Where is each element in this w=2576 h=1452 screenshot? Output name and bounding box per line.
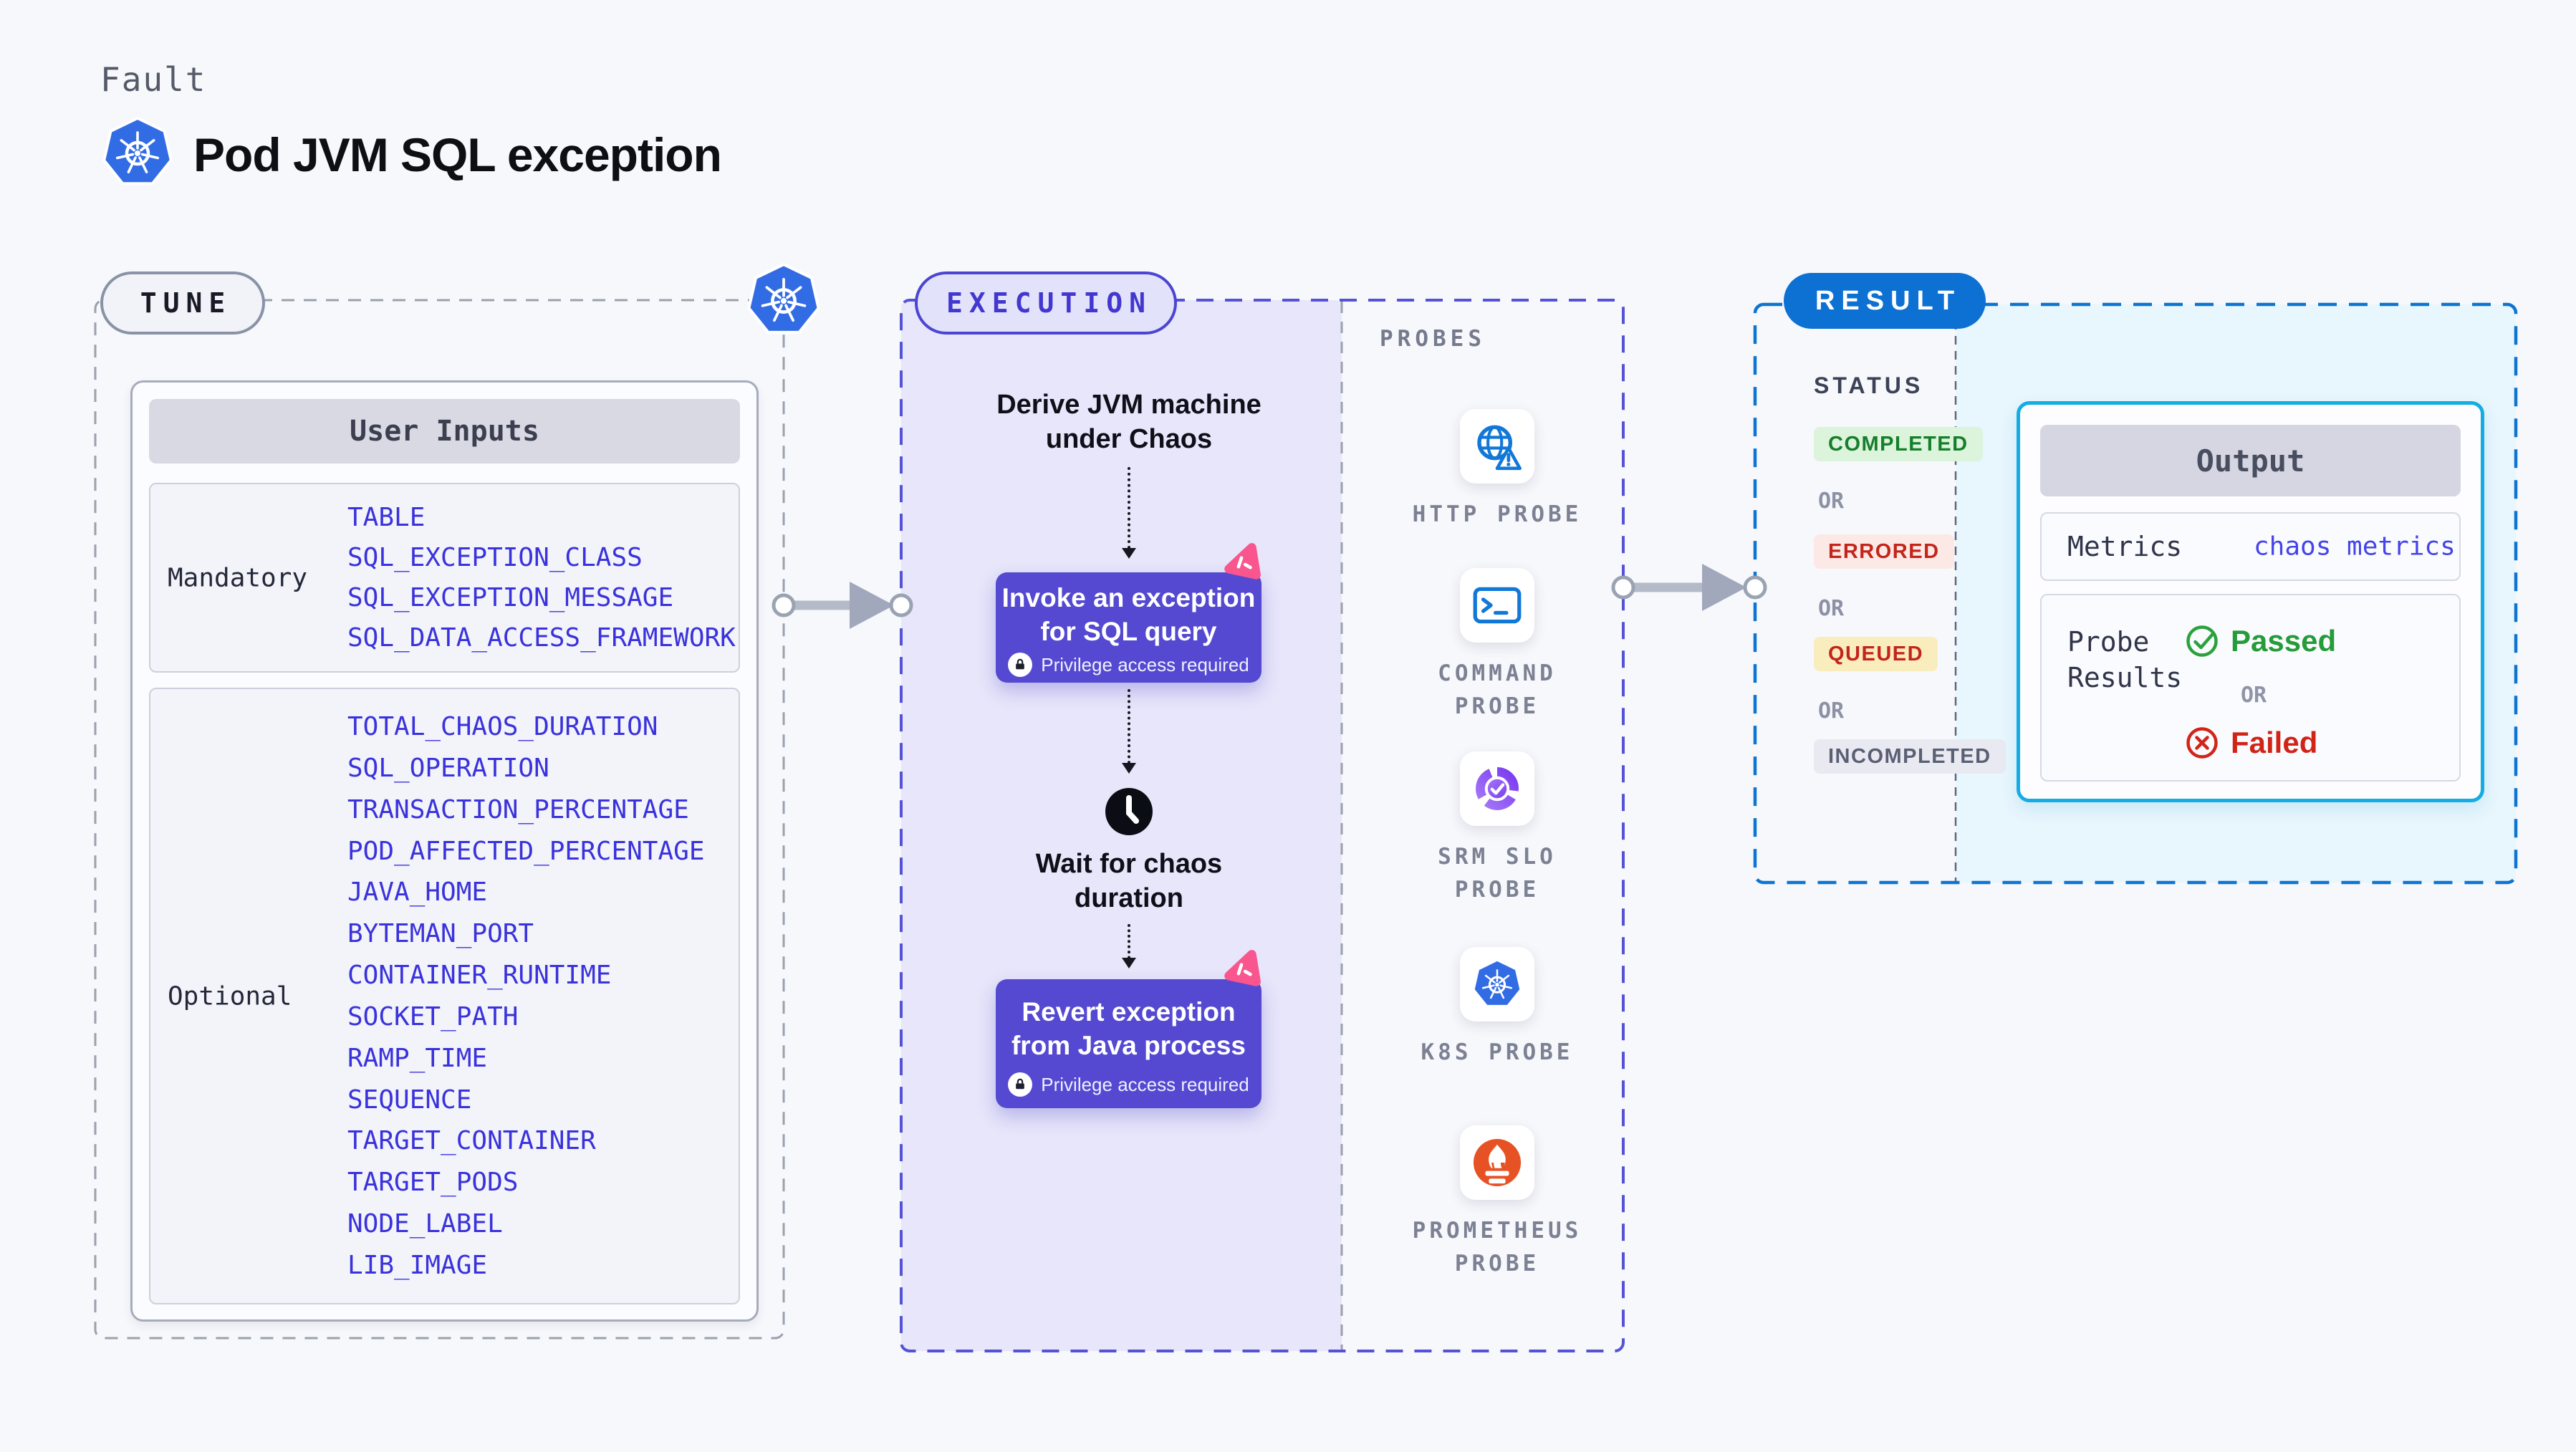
user-inputs-panel: User Inputs Mandatory TABLE SQL_EXCEPTIO… <box>130 380 759 1322</box>
passed-icon <box>2185 624 2219 658</box>
probe-label: HTTP PROBE <box>1412 501 1582 527</box>
param-item: TARGET_PODS <box>347 1168 519 1198</box>
probe-label: K8S PROBE <box>1421 1039 1574 1065</box>
privilege-note: Privilege access required <box>996 653 1261 677</box>
kubernetes-icon <box>102 117 173 188</box>
param-item: SQL_DATA_ACCESS_FRAMEWORK <box>347 623 736 653</box>
mandatory-row: Mandatory TABLE SQL_EXCEPTION_CLASS SQL_… <box>149 483 740 673</box>
or-label: OR <box>1818 698 1845 723</box>
param-item: TABLE <box>347 503 426 532</box>
probe-card <box>1460 947 1534 1021</box>
param-item: SQL_OPERATION <box>347 753 549 783</box>
invoke-step-node: Invoke an exception for SQL query Privil… <box>996 572 1261 683</box>
clock-icon <box>1105 788 1153 835</box>
status-badge-queued: QUEUED <box>1814 637 1938 671</box>
failed-label: Failed <box>2231 726 2318 759</box>
execution-badge: EXECUTION <box>915 271 1177 335</box>
command-probe-icon <box>1473 587 1522 624</box>
privilege-note: Privilege access required <box>996 1072 1261 1097</box>
probes-heading: PROBES <box>1380 326 1486 352</box>
param-item: CONTAINER_RUNTIME <box>347 961 612 991</box>
metrics-label: Metrics <box>2067 531 2183 562</box>
param-item: TRANSACTION_PERCENTAGE <box>347 794 689 824</box>
derive-step-label: Derive JVM machine under Chaos <box>996 390 1261 454</box>
param-item: BYTEMAN_PORT <box>347 919 534 949</box>
param-item: LIB_IMAGE <box>347 1250 488 1280</box>
chaos-icon <box>1219 948 1263 992</box>
or-label: OR <box>2241 683 2267 708</box>
param-item: SQL_EXCEPTION_CLASS <box>347 543 643 572</box>
tune-badge: TUNE <box>100 271 265 335</box>
probes-to-result-arrow <box>1611 564 1767 611</box>
flow-connector <box>1122 467 1136 559</box>
failed-icon <box>2185 726 2219 760</box>
or-label: OR <box>1818 596 1845 621</box>
param-item: NODE_LABEL <box>347 1209 503 1239</box>
optional-label: Optional <box>168 981 292 1011</box>
tune-region <box>94 299 785 1340</box>
fault-eyebrow: Fault <box>100 60 207 99</box>
execution-probes-region <box>900 299 1625 1352</box>
flow-connector <box>1122 689 1136 774</box>
probe-results-label: Probe Results <box>2067 626 2183 693</box>
tune-to-execution-arrow <box>772 582 913 629</box>
prometheus-probe-icon <box>1472 1138 1522 1188</box>
status-badge-incompleted: INCOMPLETED <box>1814 739 2006 774</box>
param-item: JAVA_HOME <box>347 878 488 908</box>
probe-card <box>1460 1125 1534 1200</box>
param-item: SQL_EXCEPTION_MESSAGE <box>347 583 674 612</box>
status-heading: STATUS <box>1814 372 1924 398</box>
user-inputs-header: User Inputs <box>149 399 740 463</box>
param-item: TARGET_CONTAINER <box>347 1126 596 1156</box>
status-badge-errored: ERRORED <box>1814 534 1954 569</box>
probe-results-row: Probe Results Passed OR Failed <box>2040 594 2461 782</box>
failed-result: Failed <box>2185 726 2317 760</box>
mandatory-label: Mandatory <box>168 563 308 592</box>
probe-card <box>1460 409 1534 484</box>
page-title: Pod JVM SQL exception <box>193 128 722 181</box>
revert-step-node: Revert exception from Java process Privi… <box>996 979 1261 1108</box>
metrics-value: chaos metrics <box>2254 532 2456 562</box>
status-badge-completed: COMPLETED <box>1814 427 1983 461</box>
or-label: OR <box>1818 489 1845 514</box>
wait-step-label: Wait for chaos duration <box>1035 849 1223 913</box>
passed-result: Passed <box>2185 624 2336 658</box>
output-header: Output <box>2040 425 2461 496</box>
passed-label: Passed <box>2231 624 2337 658</box>
srm-slo-probe-icon <box>1473 764 1522 813</box>
lock-icon <box>1008 653 1033 677</box>
probe-card <box>1460 751 1534 826</box>
param-item: TOTAL_CHAOS_DURATION <box>347 712 658 741</box>
result-badge: RESULT <box>1784 273 1986 329</box>
param-item: SOCKET_PATH <box>347 1001 519 1032</box>
k8s-probe-icon <box>1472 959 1522 1009</box>
optional-param-list: TOTAL_CHAOS_DURATION SQL_OPERATION TRANS… <box>347 689 731 1303</box>
kubernetes-icon <box>746 263 821 337</box>
flow-connector <box>1122 924 1136 968</box>
output-panel: Output Metrics chaos metrics Probe Resul… <box>2017 401 2484 802</box>
result-region <box>1753 302 2518 885</box>
param-item: RAMP_TIME <box>347 1043 488 1073</box>
mandatory-param-list: TABLE SQL_EXCEPTION_CLASS SQL_EXCEPTION_… <box>347 484 736 671</box>
chaos-icon <box>1219 541 1263 585</box>
probe-card <box>1460 568 1534 643</box>
param-item: SEQUENCE <box>347 1085 472 1115</box>
metrics-row: Metrics chaos metrics <box>2040 512 2461 581</box>
lock-icon <box>1008 1072 1033 1097</box>
http-probe-icon <box>1472 421 1522 471</box>
optional-row: Optional TOTAL_CHAOS_DURATION SQL_OPERAT… <box>149 688 740 1304</box>
param-item: POD_AFFECTED_PERCENTAGE <box>347 836 705 866</box>
